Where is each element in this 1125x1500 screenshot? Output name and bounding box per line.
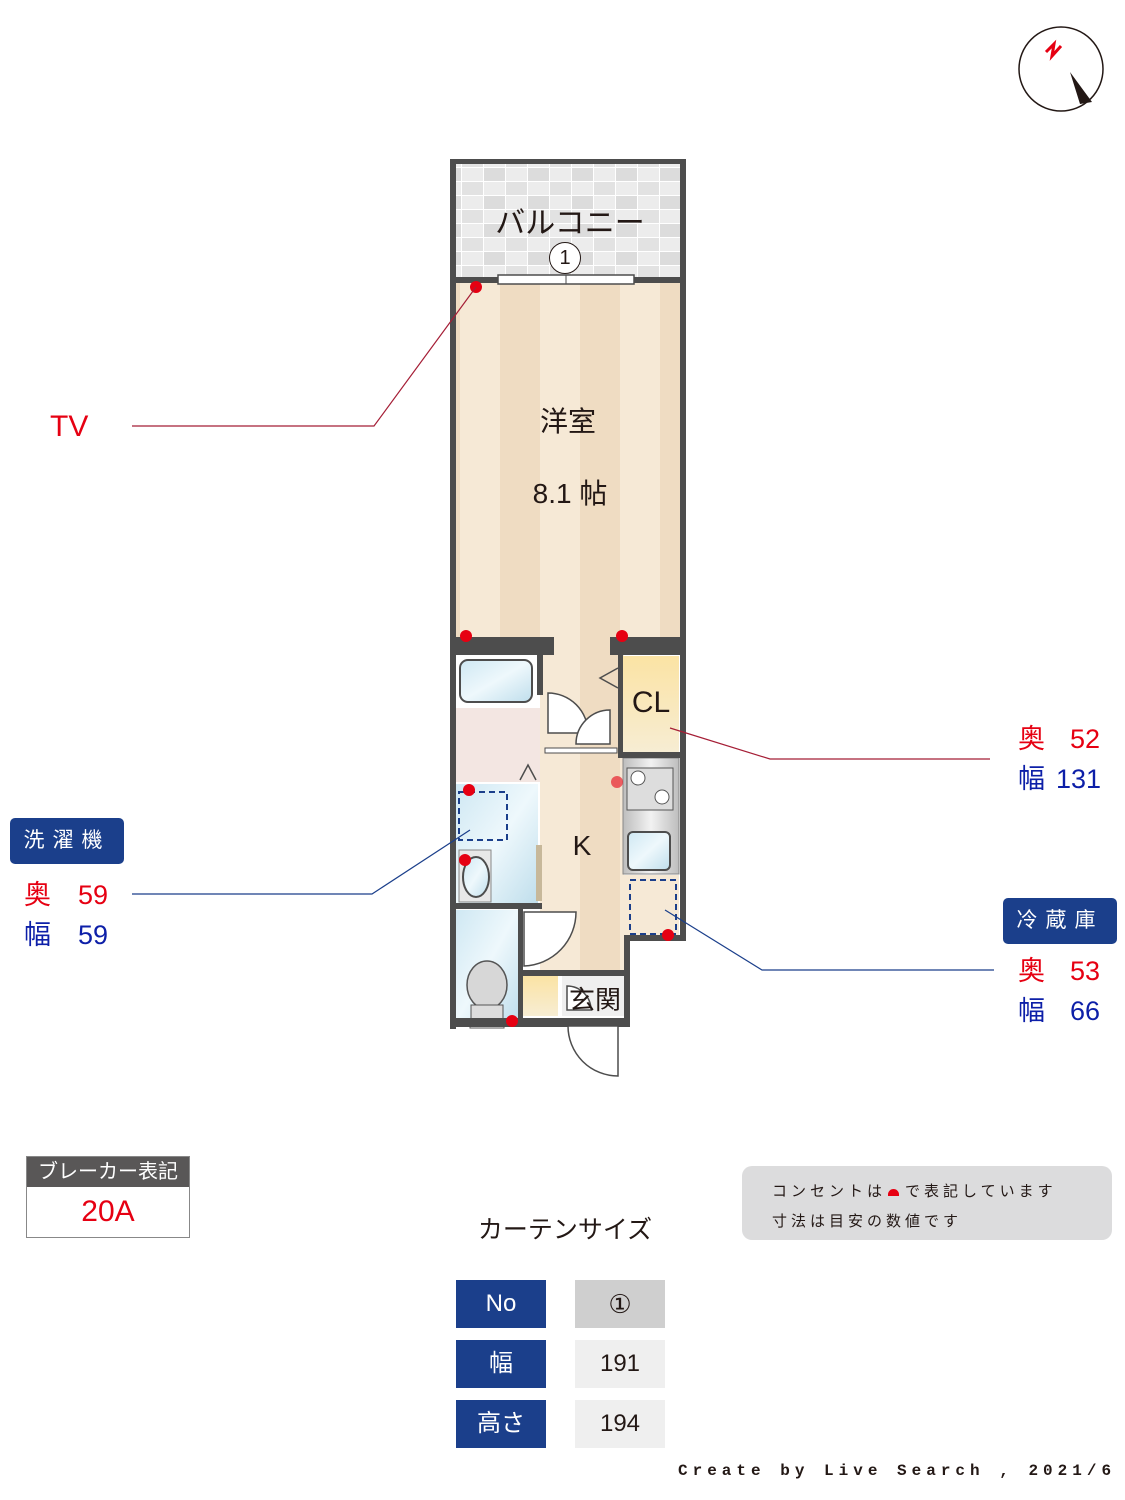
fridge-tag: 冷蔵庫	[1003, 898, 1117, 944]
fridge-space	[629, 879, 677, 935]
outlet-marker-icon	[888, 1189, 900, 1196]
kitchen-label: K	[572, 830, 592, 861]
note-line-1: コンセントはで表記しています	[772, 1183, 1057, 1200]
breaker-box: ブレーカー表記 20A	[26, 1156, 190, 1238]
curtain-header-no: No	[456, 1280, 546, 1328]
washer-tag: 洗濯機	[10, 818, 124, 864]
western-room-size: 8.1 帖	[532, 478, 608, 509]
entrance-label: 玄関	[568, 985, 621, 1015]
curtain-value-width: 191	[575, 1340, 665, 1388]
curtain-value-no: ①	[575, 1280, 665, 1328]
curtain-size-title: カーテンサイズ	[477, 1216, 653, 1244]
north-compass-icon	[1018, 26, 1104, 112]
window-number-badge: 1	[549, 242, 581, 274]
footer-credit: Create by Live Search , 2021/6	[678, 1462, 1117, 1480]
western-room-name: 洋室	[539, 406, 596, 437]
closet-callout-line	[669, 727, 990, 760]
curtain-value-height: 194	[575, 1400, 665, 1448]
balcony-label: バルコニー	[495, 207, 645, 240]
note-line-2: 寸法は目安の数値です	[772, 1213, 963, 1230]
breaker-value: 20A	[81, 1195, 135, 1228]
breaker-header: ブレーカー表記	[27, 1157, 189, 1187]
legend-note: コンセントはで表記しています 寸法は目安の数値です	[742, 1166, 1112, 1240]
curtain-header-height: 高さ	[456, 1400, 546, 1448]
washer-callout-line	[132, 829, 471, 895]
washer-space	[458, 791, 508, 841]
closet-floor	[623, 656, 679, 752]
tv-label: TV	[50, 410, 89, 443]
fridge-callout-line	[664, 909, 994, 971]
closet-label: CL	[631, 686, 671, 719]
tv-callout-line	[132, 286, 477, 427]
western-room-floor	[456, 282, 680, 640]
curtain-header-width: 幅	[456, 1340, 546, 1388]
outlet-markers	[459, 281, 674, 1027]
